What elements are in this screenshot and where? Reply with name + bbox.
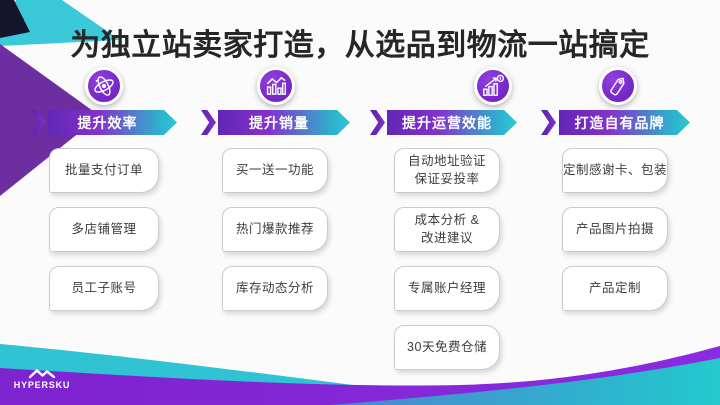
- chevron-decoration: [541, 110, 556, 135]
- logo-text: HYPERSKU: [13, 380, 71, 390]
- slide-title: 为独立站卖家打造，从选品到物流一站搞定: [70, 29, 650, 62]
- column-banner-efficiency: 提升效率: [48, 110, 177, 135]
- wave-teal-right: [330, 358, 720, 405]
- feature-card: 产品定制: [562, 266, 668, 311]
- feature-card: 自动地址验证 保证妥投率: [394, 148, 500, 193]
- card-label: 产品图片拍摄: [575, 221, 654, 236]
- feature-card: 员工子账号: [49, 266, 159, 311]
- chevron-decoration: [370, 110, 385, 135]
- card-column-sales: 买一送一功能 热门爆款推荐 库存动态分析: [222, 148, 328, 311]
- column-banner-operations: 提升运营效能: [387, 110, 517, 135]
- banner-label: 提升效率: [77, 114, 138, 131]
- card-label: 产品定制: [588, 280, 641, 295]
- corner-cyan-arrow: [0, 0, 120, 46]
- feature-card: 多店铺管理: [49, 207, 159, 252]
- feature-card: 30天免费仓储: [394, 325, 500, 370]
- card-label: 自动地址验证 保证妥投率: [407, 154, 486, 186]
- hypersku-logo: HYPERSKU: [10, 368, 74, 390]
- price-tag-icon: [599, 67, 637, 105]
- card-column-operations: 自动地址验证 保证妥投率 成本分析 & 改进建议 专属账户经理 30天免费仓储: [394, 148, 500, 370]
- feature-card: 买一送一功能: [222, 148, 328, 193]
- logo-mountain-icon: [28, 369, 56, 379]
- bottom-wave-decoration: [0, 344, 720, 405]
- chevron-decoration: [201, 110, 216, 135]
- card-column-brand: 定制感谢卡、包装 产品图片拍摄 产品定制: [562, 148, 668, 311]
- card-label: 专属账户经理: [407, 280, 486, 295]
- card-label: 员工子账号: [71, 280, 137, 295]
- column-banner-sales: 提升销量: [218, 110, 350, 135]
- card-label: 成本分析 & 改进建议: [414, 213, 480, 245]
- corner-navy-triangle: [0, 0, 30, 38]
- feature-card: 批量支付订单: [49, 148, 159, 193]
- feature-card: 热门爆款推荐: [222, 207, 328, 252]
- card-label: 库存动态分析: [235, 280, 314, 295]
- growth-arrow-icon: [474, 67, 512, 105]
- banner-label: 打造自有品牌: [574, 114, 665, 131]
- card-label: 多店铺管理: [71, 221, 137, 236]
- column-banner-brand: 打造自有品牌: [559, 110, 690, 135]
- feature-card: 定制感谢卡、包装: [562, 148, 668, 193]
- card-label: 批量支付订单: [64, 162, 143, 177]
- card-label: 热门爆款推荐: [235, 221, 314, 236]
- feature-card: 成本分析 & 改进建议: [394, 207, 500, 252]
- banner-label: 提升销量: [249, 114, 309, 131]
- banner-label: 提升运营效能: [402, 114, 492, 131]
- card-label: 买一送一功能: [235, 162, 314, 177]
- sales-chart-icon: [257, 67, 295, 105]
- card-column-efficiency: 批量支付订单 多店铺管理 员工子账号: [49, 148, 159, 311]
- atom-icon: [85, 67, 123, 105]
- card-label: 定制感谢卡、包装: [563, 162, 668, 177]
- feature-card: 产品图片拍摄: [562, 207, 668, 252]
- card-label: 30天免费仓储: [407, 339, 487, 354]
- feature-card: 库存动态分析: [222, 266, 328, 311]
- feature-card: 专属账户经理: [394, 266, 500, 311]
